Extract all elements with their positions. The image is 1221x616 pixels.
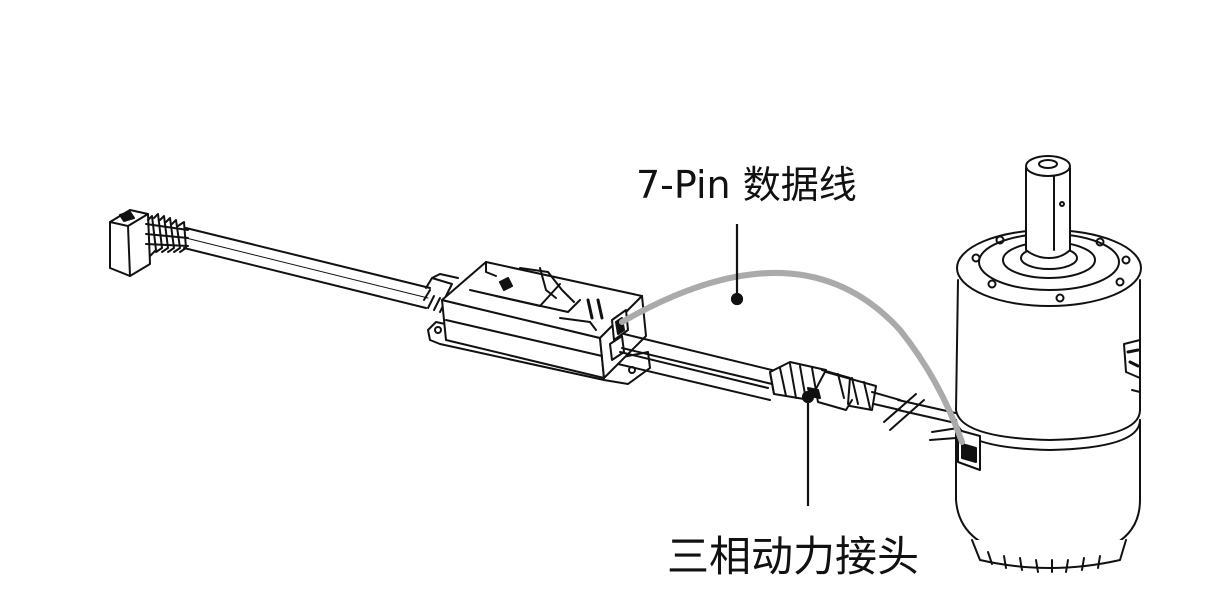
three-phase-leader-dot — [801, 390, 815, 404]
left-end-connector — [109, 209, 189, 277]
power-cable-lower — [617, 351, 771, 401]
three-phase-connector-label: 三相动力接头 — [667, 532, 920, 581]
left-cable — [183, 227, 431, 309]
seven-pin-cable-label: 7-Pin 数据线 — [636, 163, 857, 207]
motor — [955, 155, 1142, 573]
seven-pin-leader-dot — [730, 292, 744, 306]
power-cable-upper — [621, 333, 781, 385]
motor-input-cables — [883, 393, 961, 441]
seven-pin-data-cable — [619, 269, 965, 445]
three-phase-connector — [769, 361, 901, 411]
driver-module — [427, 261, 651, 385]
